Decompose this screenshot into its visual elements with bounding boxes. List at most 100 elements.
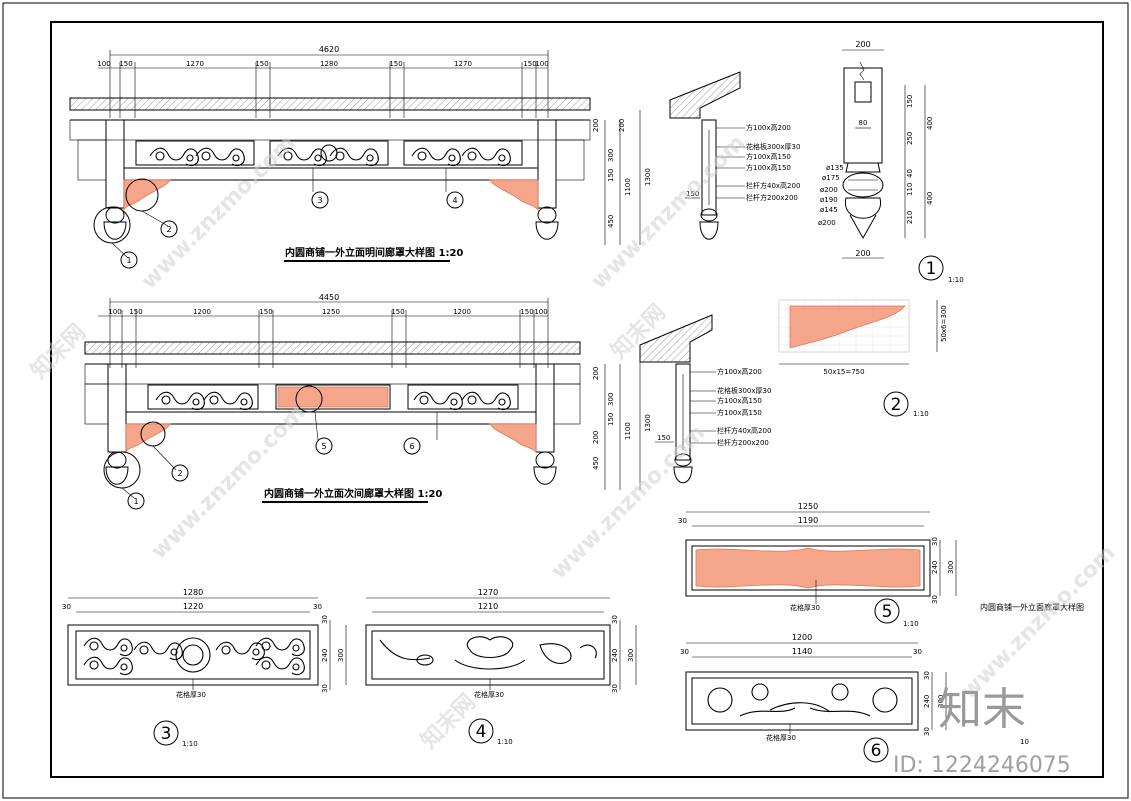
elev2-dim-seg: 150 bbox=[259, 308, 272, 316]
elev2-marker-1: 1 bbox=[133, 497, 138, 506]
panel5-note: 花格厚30 bbox=[790, 603, 820, 612]
watermark-layer: www.znzmo.com www.znzmo.com www.znzmo.co… bbox=[26, 130, 1121, 754]
watermark-text: 知末网 bbox=[26, 319, 91, 384]
elev2-section-dim: 150 bbox=[657, 434, 670, 442]
elev1-marker-2: 2 bbox=[166, 225, 171, 234]
detail-1-marker: 1 bbox=[926, 259, 937, 279]
col-top-dim: 200 bbox=[855, 40, 870, 49]
panel4-inner: 1210 bbox=[478, 602, 498, 611]
panel6-side-r: 30 bbox=[913, 648, 922, 656]
elev2-vdim: 1300 bbox=[644, 414, 652, 432]
panel6-h: 30 bbox=[923, 727, 931, 736]
col-diameter: ø200 bbox=[820, 186, 838, 194]
elev2-section-label: 方100x高200 bbox=[717, 367, 762, 376]
panel4-scale: 1:10 bbox=[497, 738, 513, 746]
panel3-h: 300 bbox=[337, 649, 345, 662]
brand-logo: 知末 bbox=[938, 684, 1026, 735]
panel-5-detail: 1250 1190 30 花格厚30 30 240 300 30 5 1:10 … bbox=[678, 502, 1084, 628]
elevation-1: 4620 100 150 1270 150 1280 150 1270 150 … bbox=[69, 45, 800, 269]
detail-6-marker: 6 bbox=[871, 741, 882, 761]
col-rdim: 110 bbox=[906, 183, 914, 196]
elev1-vdim: 450 bbox=[607, 215, 615, 228]
panel3-side-r: 30 bbox=[313, 603, 322, 611]
panel4-h: 30 bbox=[611, 684, 619, 693]
panel4-h: 30 bbox=[611, 615, 619, 624]
elev2-vdim: 300 bbox=[607, 393, 615, 406]
elev1-vdim: 300 bbox=[607, 149, 615, 162]
panel5-overall: 1250 bbox=[798, 502, 818, 511]
watermark-text: 知末网 bbox=[416, 689, 481, 754]
elev1-dim-seg: 1270 bbox=[454, 60, 472, 68]
panel6-note: 花格厚30 bbox=[766, 733, 796, 742]
col-diameter: ø175 bbox=[822, 174, 840, 182]
inner-border bbox=[50, 21, 1104, 778]
elev1-vdim: 200 bbox=[618, 119, 626, 132]
panel5-side: 30 bbox=[678, 517, 687, 525]
panel5-h: 30 bbox=[931, 595, 939, 604]
panel6-overall: 1200 bbox=[792, 633, 812, 642]
elev1-dim-seg: 100 bbox=[535, 60, 548, 68]
panel3-h: 240 bbox=[321, 649, 329, 662]
elev1-marker-1: 1 bbox=[126, 256, 131, 265]
elev2-section-label: 栏杆方40x高200 bbox=[717, 426, 771, 435]
elev2-vdim: 450 bbox=[592, 457, 600, 470]
panel5-inner: 1190 bbox=[798, 516, 818, 525]
col-rdim: 250 bbox=[906, 132, 914, 145]
elev1-section-label: 方100x高150 bbox=[746, 152, 791, 161]
panel3-side: 30 bbox=[62, 603, 71, 611]
col-rdim: 210 bbox=[906, 211, 914, 224]
elev2-section-label: 栏杆方200x200 bbox=[717, 438, 769, 447]
panel4-h: 240 bbox=[611, 649, 619, 662]
elev2-marker-5: 5 bbox=[321, 442, 326, 451]
panel5-h: 300 bbox=[947, 561, 955, 574]
elev2-dim-seg: 100 bbox=[108, 308, 121, 316]
panel3-note: 花格厚30 bbox=[176, 690, 206, 699]
elev2-section-label: 方100x高150 bbox=[717, 396, 762, 405]
col-inner-dim: 80 bbox=[859, 119, 868, 127]
panel3-h: 30 bbox=[321, 615, 329, 624]
elev2-section-label: 方100x高150 bbox=[717, 408, 762, 417]
detail-4-marker: 4 bbox=[476, 722, 487, 742]
elev2-dim-seg: 1250 bbox=[322, 308, 340, 316]
elev1-section-dim: 150 bbox=[686, 190, 699, 198]
panel4-note: 花格厚30 bbox=[474, 690, 504, 699]
elevation-2: 4450 100 150 1200 150 1250 150 1200 150 … bbox=[84, 293, 771, 510]
elev1-section-label: 方100x高200 bbox=[746, 123, 791, 132]
elev2-title: 内圆商铺一外立面次间廊罩大样图 1:20 bbox=[264, 487, 442, 500]
elev1-section-label: 栏杆方40x高200 bbox=[746, 181, 800, 190]
elev1-vdim: 1100 bbox=[624, 178, 632, 196]
col-rdim: 400 bbox=[926, 192, 934, 205]
bracket-detail: 50x6=300 50x15=750 2 1:10 bbox=[778, 299, 948, 418]
elev2-section-label: 花格板300x厚30 bbox=[717, 386, 771, 395]
bracket-width-dim: 50x15=750 bbox=[823, 368, 864, 376]
panel6-h: 240 bbox=[923, 695, 931, 708]
detail-1-scale: 1:10 bbox=[948, 276, 964, 284]
elev2-dim-seg: 150 bbox=[520, 308, 533, 316]
elev1-dim-seg: 1270 bbox=[186, 60, 204, 68]
panel3-overall: 1280 bbox=[183, 588, 203, 597]
elev1-marker-4: 4 bbox=[452, 196, 457, 205]
elev1-section-label: 方100x高150 bbox=[746, 163, 791, 172]
elev2-dim-seg: 1200 bbox=[193, 308, 211, 316]
bracket-height-dim: 50x6=300 bbox=[940, 305, 948, 342]
panel4-overall: 1270 bbox=[478, 588, 498, 597]
detail-2-scale: 1:10 bbox=[913, 410, 929, 418]
elev2-vdim: 150 bbox=[607, 413, 615, 426]
watermark-text: www.znzmo.com bbox=[147, 400, 311, 564]
detail-3-marker: 3 bbox=[161, 724, 172, 744]
elev1-section-label: 花格板300x厚30 bbox=[746, 142, 800, 151]
detail-5-marker: 5 bbox=[882, 602, 893, 622]
elev1-dim-seg: 100 bbox=[97, 60, 110, 68]
elev2-vdim: 200 bbox=[592, 367, 600, 380]
elev2-marker-2: 2 bbox=[177, 469, 182, 478]
elev2-marker-6: 6 bbox=[409, 442, 414, 451]
panel5-h: 240 bbox=[931, 561, 939, 574]
watermark-text: www.znzmo.com bbox=[137, 130, 301, 294]
elev1-vdim: 200 bbox=[592, 119, 600, 132]
elev1-vdim: 1300 bbox=[644, 168, 652, 186]
page-number: 10 bbox=[1020, 738, 1029, 746]
elev2-vdim: 1100 bbox=[624, 422, 632, 440]
brand-id: ID: 1224246075 bbox=[893, 753, 1071, 778]
